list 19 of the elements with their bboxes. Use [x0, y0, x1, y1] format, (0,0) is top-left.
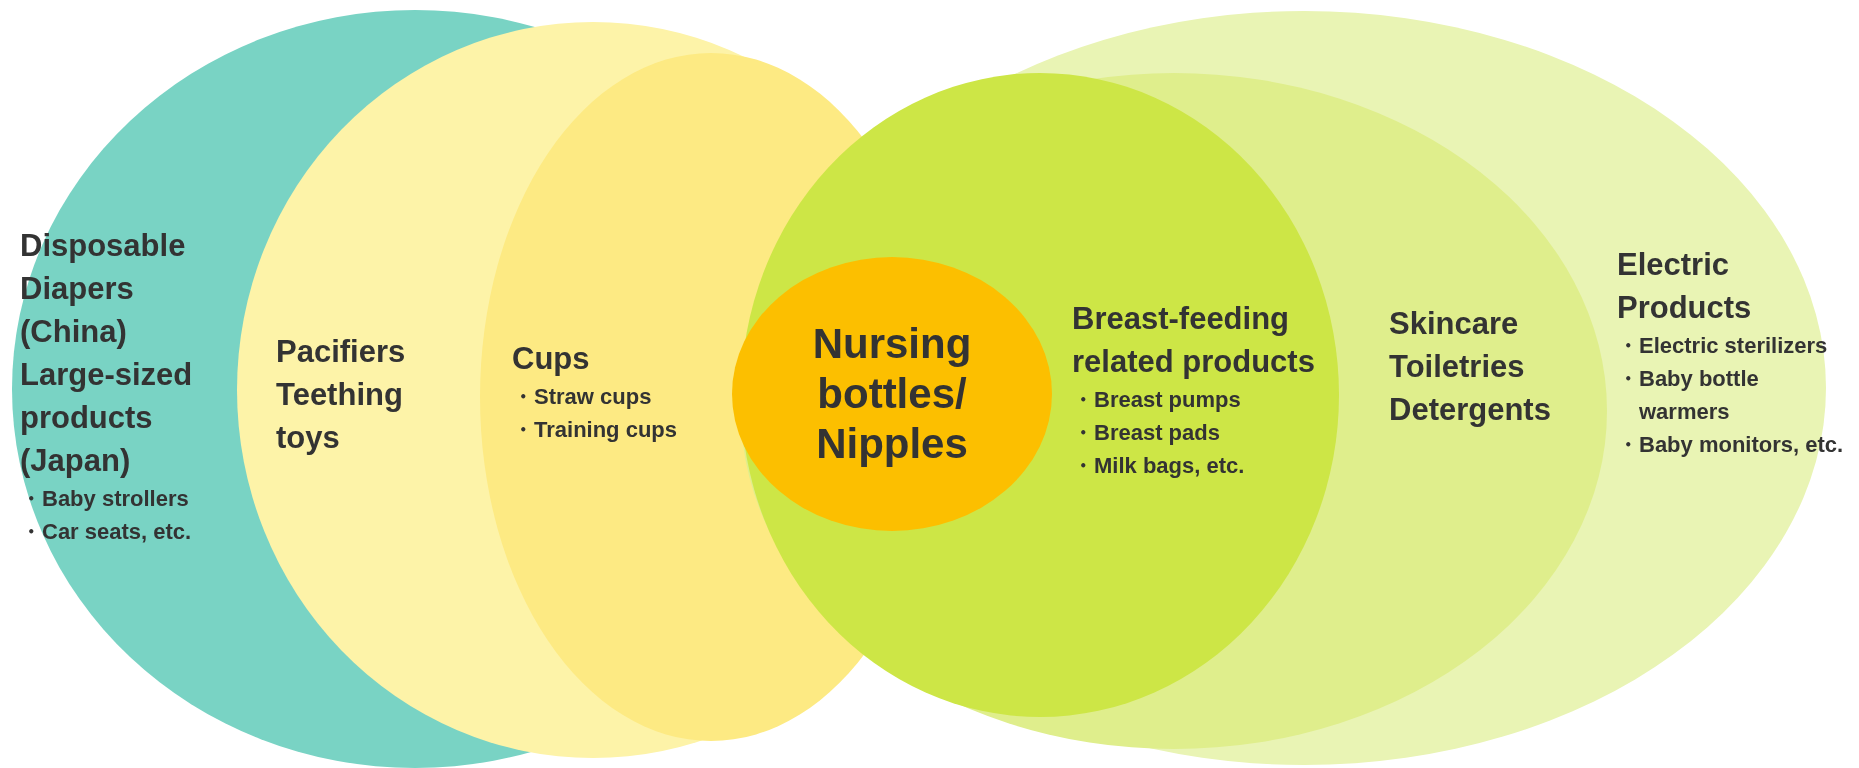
bullet-item: ・Straw cups [512, 383, 653, 411]
bullet-item: ・Breast pumps [1072, 386, 1242, 414]
bullet-item: ・Breast pads [1072, 419, 1221, 447]
category-heading: Teething toys [276, 376, 404, 457]
bullet-item: ・Electric sterilizers [1617, 332, 1829, 360]
category-heading: Detergents [1389, 391, 1552, 429]
category-heading: Toiletries [1389, 348, 1526, 386]
bullet-item: ・Training cups [512, 416, 679, 444]
category-heading: Large-sized products (Japan) [20, 356, 194, 480]
bullet-item: ・Baby monitors, etc. [1617, 431, 1845, 459]
category-heading: Pacifiers [276, 333, 407, 371]
category-heading: Breast-feeding related products [1072, 300, 1316, 381]
category-heading: Electric Products [1617, 246, 1753, 327]
bullet-item: ・Baby strollers [20, 485, 190, 513]
category-heading: Skincare [1389, 305, 1520, 343]
bullet-item: ・Milk bags, etc. [1072, 452, 1246, 480]
bullet-item: ・Baby bottle warmers [1617, 365, 1760, 426]
node-title: Nursing bottles/ Nipples [811, 319, 973, 469]
category-heading: Cups [512, 340, 591, 378]
